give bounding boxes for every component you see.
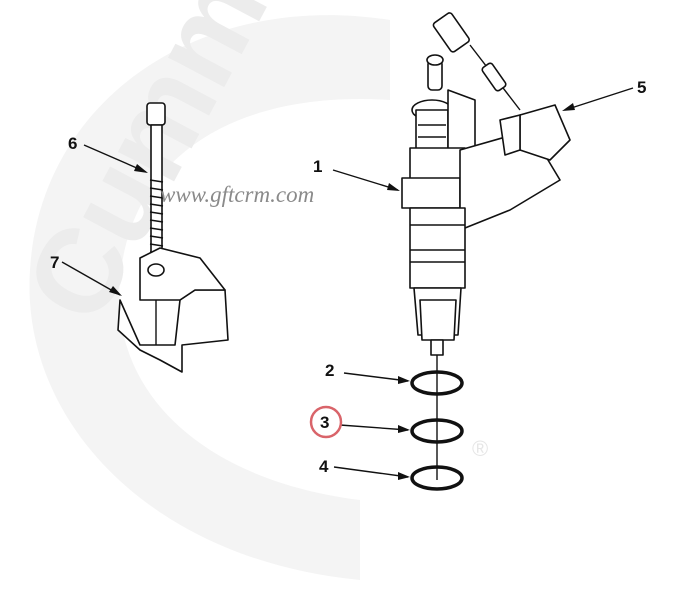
- registered-mark: ®: [472, 436, 488, 461]
- o-ring-middle: [410, 418, 464, 444]
- wiring-connector: [432, 12, 571, 161]
- o-ring-lower: [410, 465, 464, 491]
- watermark-url: www.gftcrm.com: [160, 182, 314, 207]
- callout-4: 4: [319, 457, 329, 476]
- callout-1: 1: [313, 157, 322, 176]
- o-ring-upper: [410, 370, 464, 396]
- callout-3: 3: [320, 413, 329, 432]
- callout-2: 2: [325, 361, 334, 380]
- arrowheads: [109, 103, 575, 480]
- callout-7: 7: [50, 253, 59, 272]
- callout-5: 5: [637, 78, 646, 97]
- highlight-circle: [309, 405, 343, 439]
- clamp: [117, 247, 229, 373]
- callout-6: 6: [68, 134, 77, 153]
